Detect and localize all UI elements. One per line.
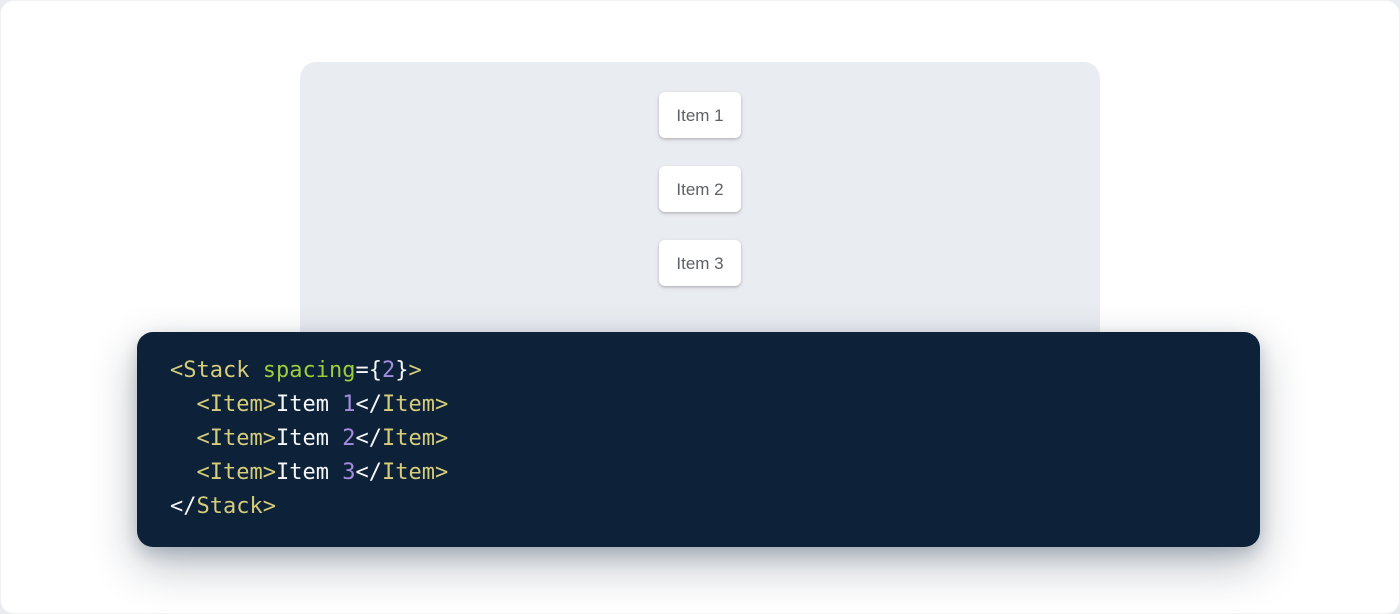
code-token: Item> bbox=[381, 392, 449, 417]
code-block: <Stack spacing={2}> <Item>Item 1</Item> … bbox=[137, 332, 1260, 547]
code-token: Item bbox=[275, 426, 343, 451]
code-token: spacing bbox=[262, 358, 356, 383]
code-token: <Item> bbox=[196, 392, 276, 417]
code-token: Stack> bbox=[196, 494, 276, 519]
code-token bbox=[170, 460, 197, 485]
code-token: } bbox=[395, 358, 409, 383]
stack-demo: Item 1 Item 2 Item 3 bbox=[300, 62, 1100, 286]
code-token: 3 bbox=[342, 460, 356, 485]
code-token: </ bbox=[355, 392, 382, 417]
code-token bbox=[170, 392, 197, 417]
code-token bbox=[170, 426, 197, 451]
code-token: 1 bbox=[342, 392, 356, 417]
code-token: <Item> bbox=[196, 426, 276, 451]
stack-item: Item 3 bbox=[659, 240, 741, 286]
code-token: <Item> bbox=[196, 460, 276, 485]
code-token: <Stack bbox=[170, 358, 250, 383]
stack-item: Item 1 bbox=[659, 92, 741, 138]
code-line: <Item>Item 1</Item> bbox=[170, 388, 1227, 422]
code-token: Item> bbox=[381, 460, 449, 485]
stack-item: Item 2 bbox=[659, 166, 741, 212]
code-token: 2 bbox=[381, 358, 396, 383]
code-token: Item bbox=[275, 392, 343, 417]
code-token: ={ bbox=[355, 358, 382, 383]
code-token bbox=[249, 358, 262, 383]
code-token: Item bbox=[275, 460, 343, 485]
code-line: </Stack> bbox=[170, 490, 1227, 524]
code-line: <Item>Item 3</Item> bbox=[170, 456, 1227, 490]
stack-item-label: Item 2 bbox=[676, 179, 724, 199]
code-token: </ bbox=[355, 460, 382, 485]
code-line: <Stack spacing={2}> bbox=[170, 354, 1227, 388]
code-token: > bbox=[408, 358, 422, 383]
stack-item-label: Item 3 bbox=[676, 253, 724, 273]
stack-item-label: Item 1 bbox=[676, 105, 724, 125]
code-line: <Item>Item 2</Item> bbox=[170, 422, 1227, 456]
code-token: 2 bbox=[342, 426, 356, 451]
code-token: </ bbox=[355, 426, 382, 451]
code-token: </ bbox=[170, 494, 197, 519]
code-token: Item> bbox=[381, 426, 449, 451]
